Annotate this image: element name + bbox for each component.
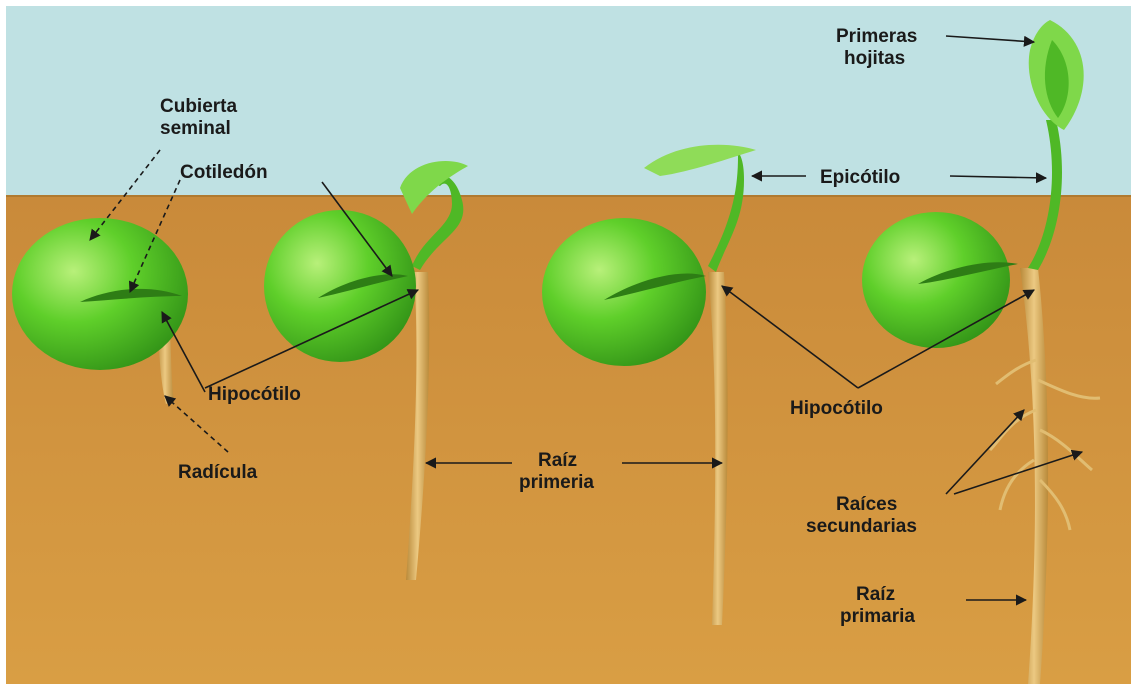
label-cubierta-line2: seminal	[160, 118, 231, 139]
label-cotiledon: Cotiledón	[180, 162, 268, 183]
label-hipocotilo-left: Hipocótilo	[208, 384, 301, 405]
label-raiz-right-line1: Raíz	[856, 584, 895, 605]
label-cubierta-line1: Cubierta	[160, 96, 238, 117]
label-epicotilo: Epicótilo	[820, 167, 900, 188]
label-raiz-mid-line1: Raíz	[538, 450, 577, 471]
label-raiz-right-line2: primaria	[840, 606, 915, 627]
label-primeras-line2: hojitas	[844, 48, 905, 69]
label-raiz-mid-line2: primeria	[519, 472, 594, 493]
label-raices-line2: secundarias	[806, 516, 917, 537]
label-raices-line1: Raíces	[836, 494, 897, 515]
label-radicula: Radícula	[178, 462, 258, 483]
label-hipocotilo-right: Hipocótilo	[790, 398, 883, 419]
seed-body-2	[264, 210, 416, 362]
label-primeras-line1: Primeras	[836, 26, 917, 47]
